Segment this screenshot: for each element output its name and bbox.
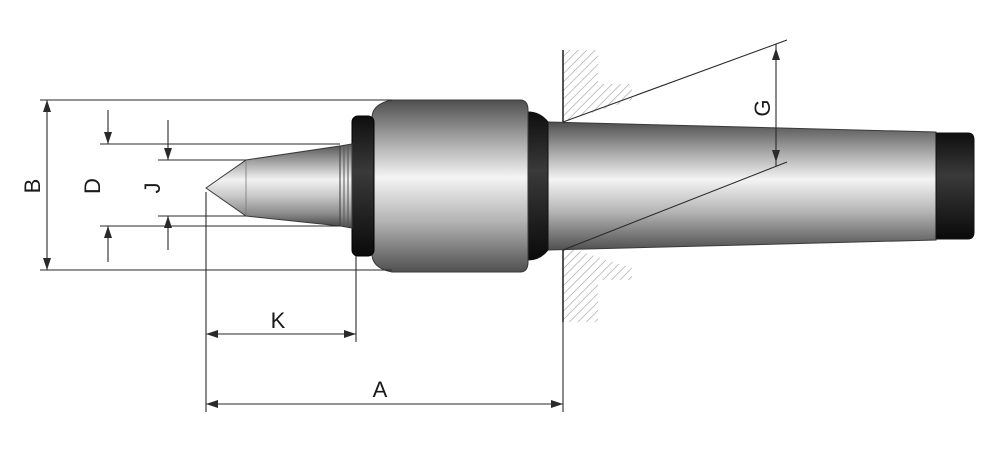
label-k: K: [271, 308, 286, 333]
label-a: A: [373, 377, 388, 402]
collar: [339, 143, 353, 229]
main-body: [371, 99, 529, 273]
center-point: [205, 145, 341, 227]
neck: [527, 111, 549, 261]
collar-grooves: [343, 145, 349, 227]
arrowheads: [43, 48, 780, 408]
tang-end: [935, 132, 975, 240]
spindle-wall-hatch: [563, 50, 632, 122]
seal-ring: [351, 115, 375, 257]
label-d: D: [80, 178, 105, 194]
label-g: G: [750, 99, 775, 116]
spindle-wall-hatch-lower: [563, 246, 632, 322]
label-b: B: [20, 179, 45, 194]
label-j: J: [140, 183, 165, 194]
